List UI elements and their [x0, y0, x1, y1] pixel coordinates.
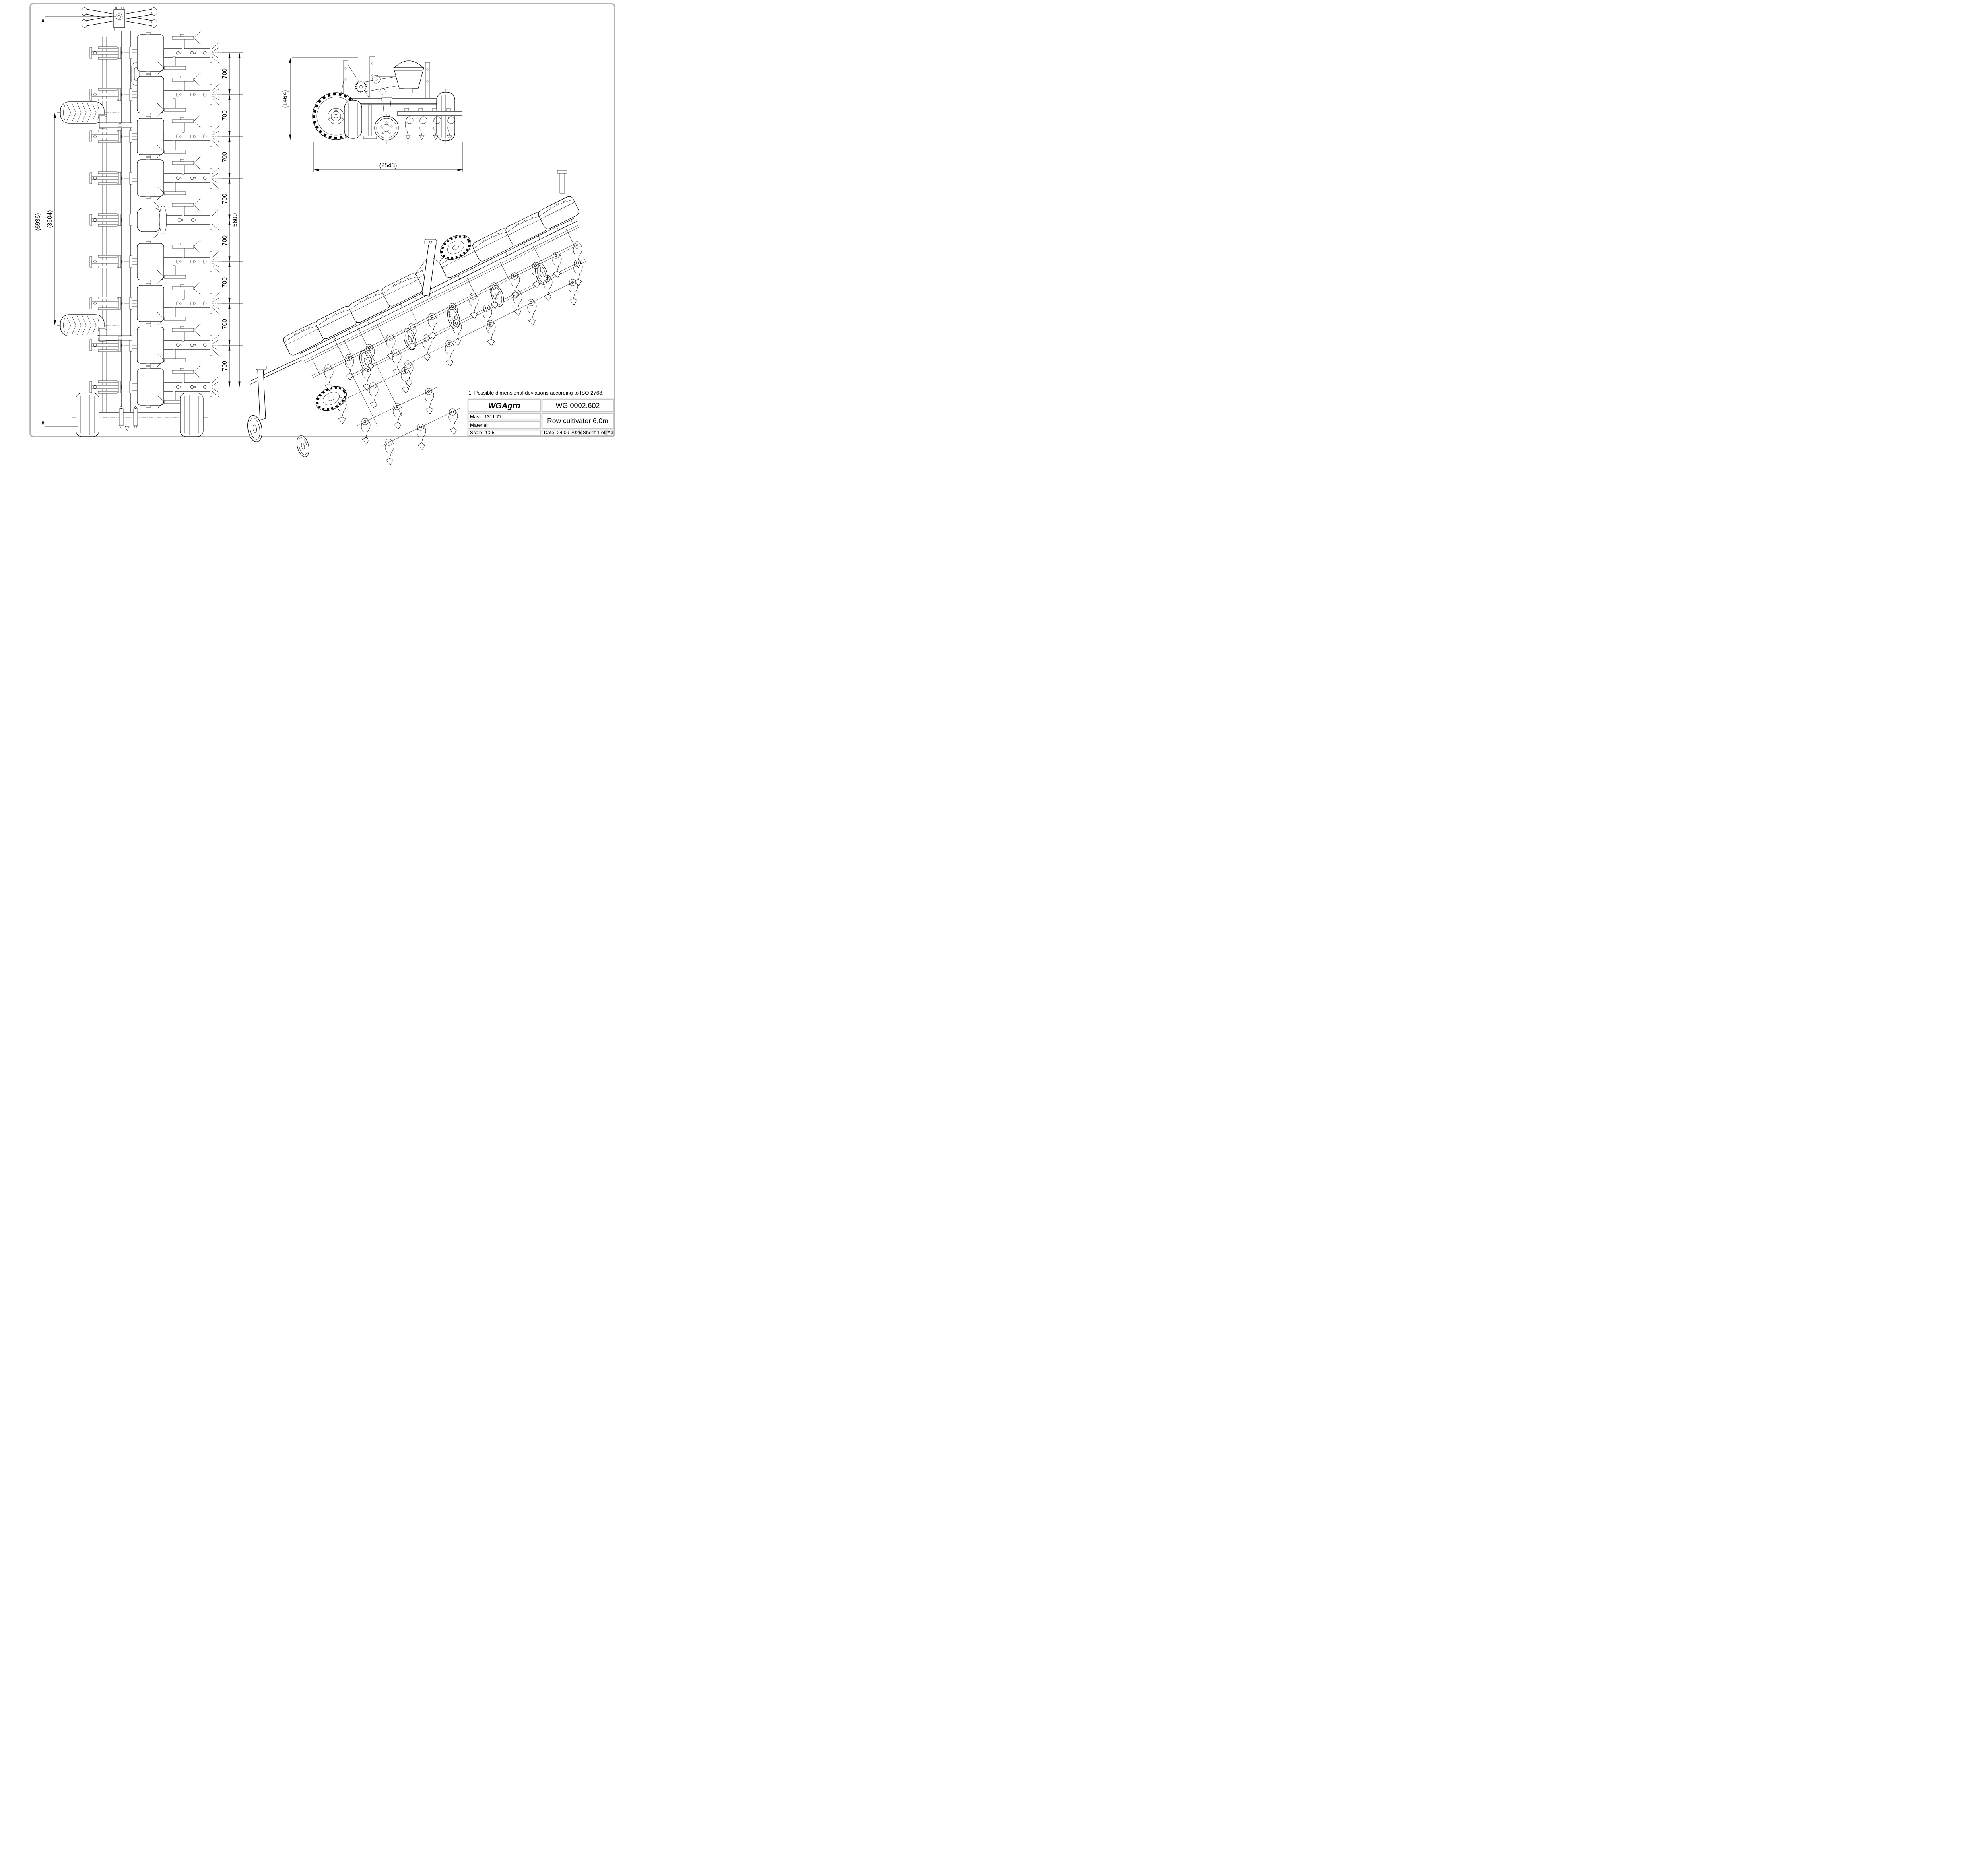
iso-left-arm — [245, 357, 302, 443]
dim-row-spacing-7: 700 — [221, 319, 228, 329]
cad-drawing: (6936) (3604) 700 700 700 700 700 700 70… — [29, 3, 615, 465]
mass-value: Mass: 1311.77 — [470, 414, 502, 420]
hitch-drawbar — [81, 7, 157, 31]
dim-row-spacing-3: 700 — [221, 152, 228, 162]
titleblock-title-cell — [541, 412, 615, 429]
part-title: Row cultivator 6,0m — [547, 417, 608, 425]
titleblock-sheet-cell — [580, 429, 606, 436]
drawing-number: WG 0002.602 — [555, 402, 600, 410]
dim-overall-length: (6936) — [35, 213, 41, 231]
dim-overall-height: (1464) — [282, 90, 289, 108]
dim-frame-width: (2543) — [379, 162, 397, 169]
titleblock-scale-cell — [467, 429, 541, 436]
title-block: WGAgro WG 0002.602 Mass: 1311.77 Materia… — [467, 398, 615, 436]
dim-row-spacing-6: 700 — [221, 277, 228, 288]
titleblock-date-cell — [541, 429, 580, 436]
titleblock-number-cell — [541, 398, 615, 412]
material-value: Material: — [470, 422, 489, 428]
dim-working-width: 5600 — [232, 213, 239, 227]
iso-rear-post — [557, 170, 567, 194]
dim-row-spacing-2: 700 — [221, 110, 228, 121]
sheet-value: Sheet 1 of 1 — [583, 430, 609, 435]
titleblock-company-cell — [467, 398, 541, 412]
titleblock-mass-cell — [467, 412, 541, 421]
dim-row-spacing-8: 700 — [221, 361, 228, 371]
dim-row-spacing-4: 700 — [221, 194, 228, 204]
sheet-border — [29, 3, 615, 437]
dim-row-spacing-5: 700 — [221, 235, 228, 246]
plan-view — [58, 7, 225, 437]
dim-row-spacing-1: 700 — [221, 68, 228, 79]
company-logo: WGAgro — [488, 402, 520, 410]
transport-axle — [72, 393, 208, 437]
front-view — [312, 56, 465, 144]
plan-view-dimensions: (6936) (3604) 700 700 700 700 700 700 70… — [35, 16, 243, 427]
general-note: 1. Possible dimensional deviations accor… — [468, 390, 604, 396]
titleblock-material-cell — [467, 421, 541, 429]
isometric-view — [245, 170, 586, 465]
front-view-dimensions: (1464) (2543) — [282, 57, 463, 172]
date-value: Date: 24.09.2025 — [544, 430, 582, 435]
titleblock-format-cell — [606, 429, 615, 436]
drawing-sheet: (6936) (3604) 700 700 700 700 700 700 70… — [0, 0, 657, 465]
dim-wheel-track: (3604) — [47, 210, 53, 228]
scale-value: Scale: 1:25 — [470, 430, 495, 435]
format-value: A3 — [607, 430, 613, 435]
